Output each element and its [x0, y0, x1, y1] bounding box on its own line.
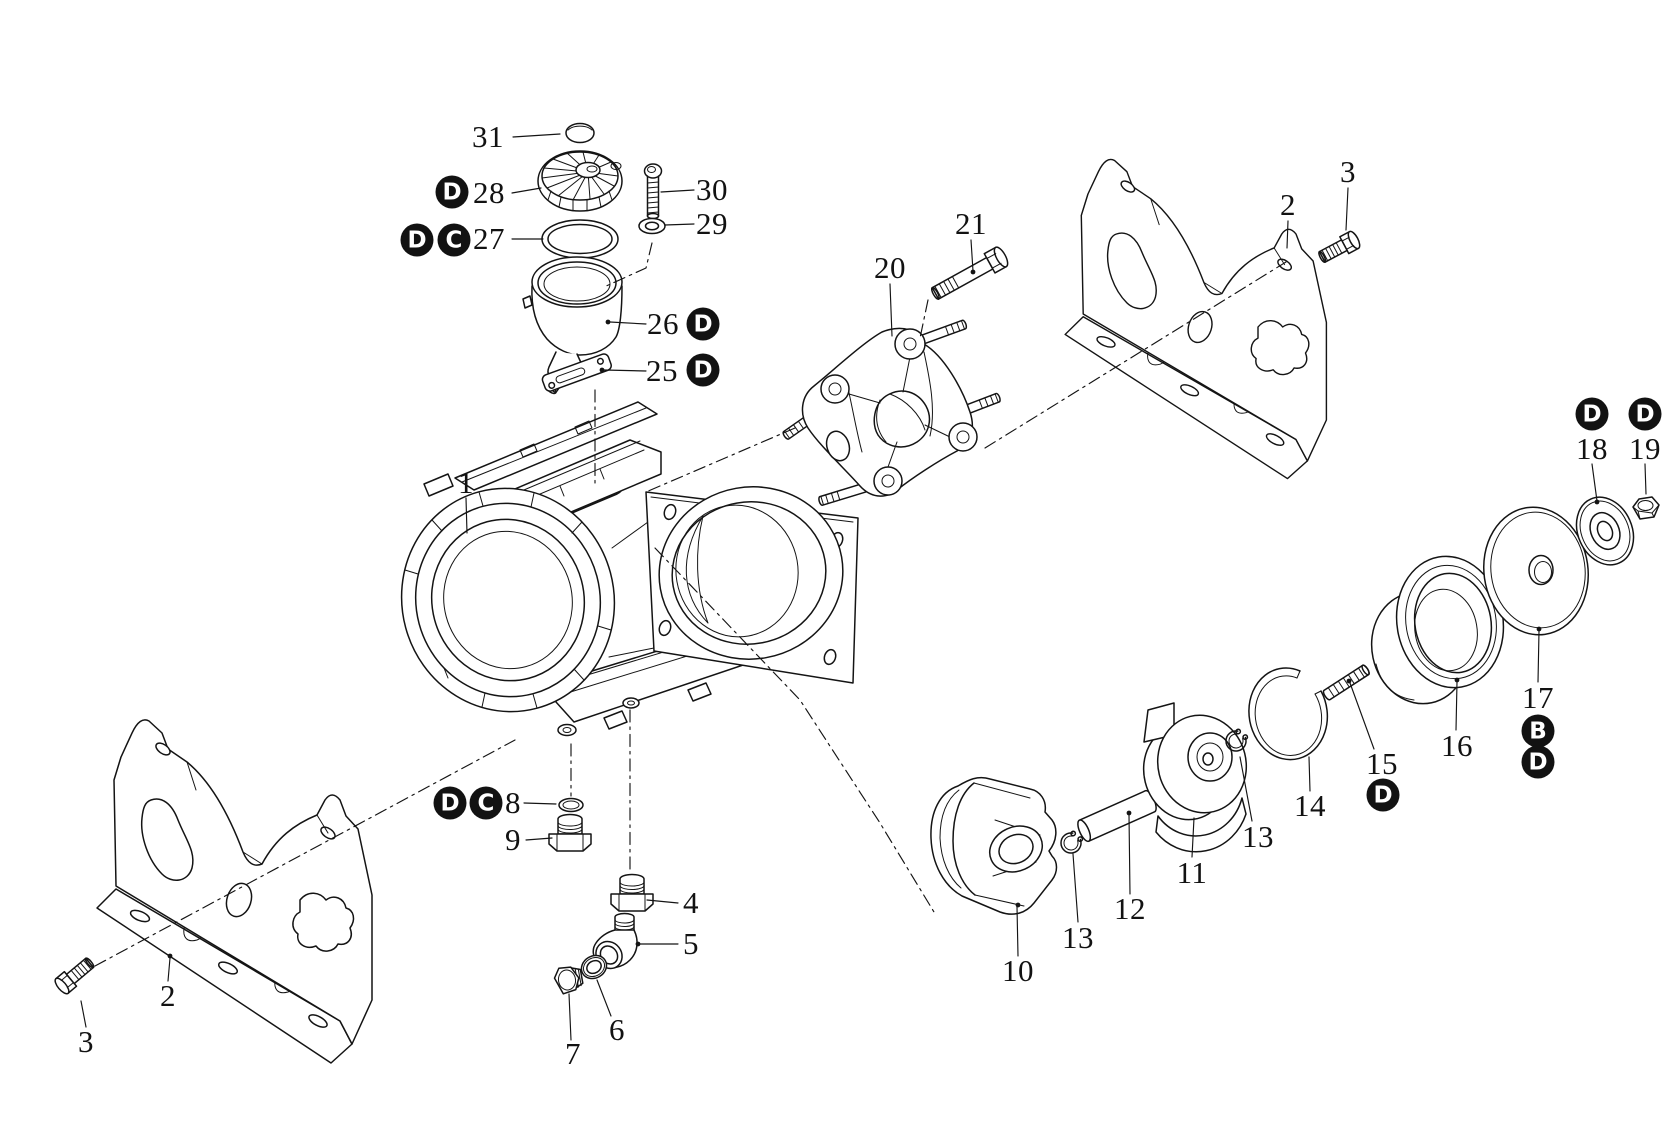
part-20-flange [781, 318, 1002, 507]
part-1-crankcase [400, 401, 859, 737]
callout-8: 8 [505, 785, 521, 820]
callout-5: 5 [683, 926, 699, 961]
callout-27: 27 [473, 221, 505, 256]
badge-d-18: D [1575, 397, 1609, 431]
leader-lines [80, 133, 1647, 1041]
callout-7: 7 [565, 1036, 581, 1071]
callout-25: 25 [646, 353, 678, 388]
callout-3-top: 3 [1340, 154, 1356, 189]
badge-d-27: D [400, 223, 434, 257]
callout-1: 1 [458, 465, 474, 500]
badge-b-17: B [1521, 714, 1555, 748]
badge-c-27: C [437, 223, 471, 257]
part-19-nut [1632, 496, 1660, 520]
badge-d-8: D [433, 786, 467, 820]
callout-13-right: 13 [1242, 819, 1274, 854]
callout-10: 10 [1002, 953, 1034, 988]
part-4-fitting [610, 873, 654, 912]
part-15-stud [1322, 664, 1370, 701]
part-11-piston [1142, 702, 1248, 853]
part-8-oring [558, 797, 584, 813]
callout-11: 11 [1176, 855, 1208, 890]
part-9-plug [548, 813, 592, 852]
part-10-rod-shoe [930, 776, 1058, 915]
badge-d-17: D [1521, 745, 1555, 779]
callout-2-top: 2 [1280, 187, 1296, 222]
part-27-oring [541, 219, 619, 259]
badge-c-8: C [469, 786, 503, 820]
badge-d-19: D [1628, 397, 1662, 431]
callout-29: 29 [696, 206, 728, 241]
part-7-plug [553, 966, 584, 995]
badge-d-28: D [435, 175, 469, 209]
callout-16: 16 [1441, 728, 1473, 763]
callout-19: 19 [1629, 431, 1661, 466]
center-lines [94, 242, 1287, 967]
callout-4: 4 [683, 885, 699, 920]
callout-30: 30 [696, 172, 728, 207]
callout-26: 26 [647, 306, 679, 341]
callout-2-bottom: 2 [160, 978, 176, 1013]
part-3-bolt-top [1315, 228, 1363, 267]
callout-17: 17 [1522, 680, 1554, 715]
leader-dots [167, 269, 1600, 959]
part-14-piston-ring [1248, 667, 1329, 761]
part-30-screw [643, 163, 663, 220]
part-31-cap [565, 122, 595, 144]
part-3-bolt-bottom [52, 953, 98, 997]
callout-28: 28 [473, 175, 505, 210]
part-12-piston-pin [1077, 789, 1157, 843]
callout-12: 12 [1114, 891, 1146, 926]
callout-13-left: 13 [1062, 920, 1094, 955]
badge-d-25: D [686, 353, 720, 387]
part-17-diaphragm-disc [1482, 506, 1590, 636]
callout-18: 18 [1576, 431, 1608, 466]
callout-14: 14 [1294, 788, 1326, 823]
callout-20: 20 [874, 250, 906, 285]
callout-21: 21 [955, 206, 987, 241]
badge-d-26: D [686, 307, 720, 341]
part-28-filler-cap [537, 150, 623, 212]
callout-31: 31 [472, 119, 504, 154]
callout-6: 6 [609, 1012, 625, 1047]
callout-15: 15 [1366, 746, 1398, 781]
part-21-bolt [930, 246, 1009, 300]
badge-d-15: D [1366, 778, 1400, 812]
part-16-retainer-cup [1370, 555, 1505, 705]
callout-9: 9 [505, 822, 521, 857]
part-6-seal-ring [580, 954, 608, 980]
callout-3-bottom: 3 [78, 1024, 94, 1059]
part-29-washer [638, 217, 666, 235]
part-18-washer [1575, 496, 1635, 566]
part-25-retainer-plate [541, 353, 612, 392]
